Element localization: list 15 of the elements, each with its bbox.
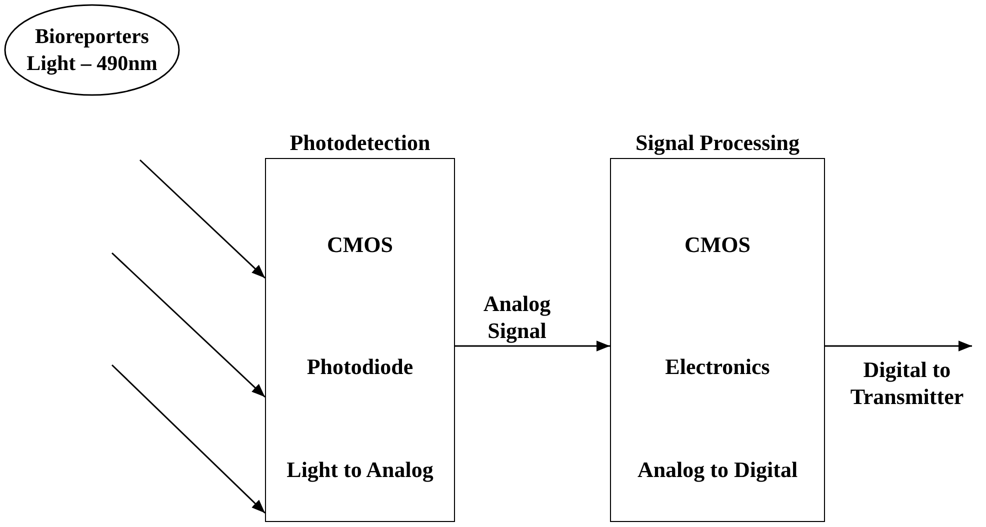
arrow	[111, 364, 266, 514]
box-text: Light to Analog	[286, 456, 434, 483]
arrow	[111, 252, 266, 398]
box-text: CMOS	[326, 231, 394, 258]
source-ellipse	[4, 4, 180, 96]
arrow	[825, 340, 972, 352]
box-text: Photodiode	[306, 353, 414, 380]
box-text: Electronics	[664, 353, 771, 380]
box-text: Analog to Digital	[636, 456, 799, 483]
block-heading: Signal Processing	[634, 129, 800, 156]
arrow	[139, 159, 266, 279]
ellipse-text: Bioreporters Light – 490nm	[26, 23, 158, 77]
arrow	[455, 340, 610, 352]
block-heading: Photodetection	[288, 129, 432, 156]
box-text: CMOS	[684, 231, 752, 258]
